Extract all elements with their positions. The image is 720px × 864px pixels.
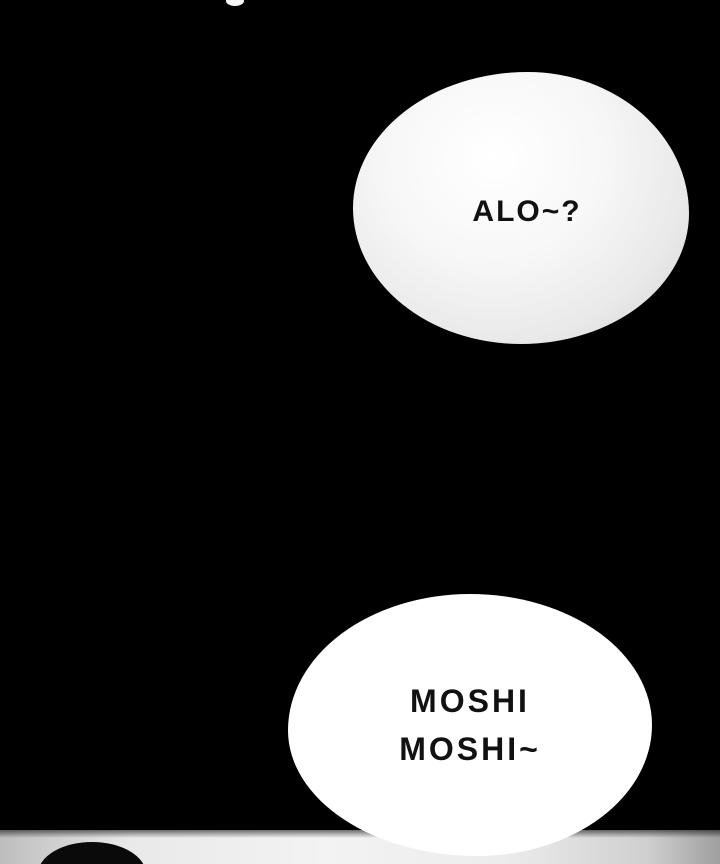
top-edge-speck bbox=[226, 0, 244, 6]
bottom-left-dark-figure bbox=[38, 842, 146, 864]
bottom-strip-shadow bbox=[0, 830, 720, 838]
speech-bubble-moshi: MOSHI MOSHI~ bbox=[288, 594, 652, 856]
speech-bubble-moshi-line2: MOSHI~ bbox=[399, 731, 541, 767]
speech-bubble-alo: ALO~? bbox=[353, 72, 689, 344]
speech-bubble-alo-text: ALO~? bbox=[472, 195, 582, 228]
speech-bubble-moshi-line1: MOSHI bbox=[410, 683, 530, 719]
